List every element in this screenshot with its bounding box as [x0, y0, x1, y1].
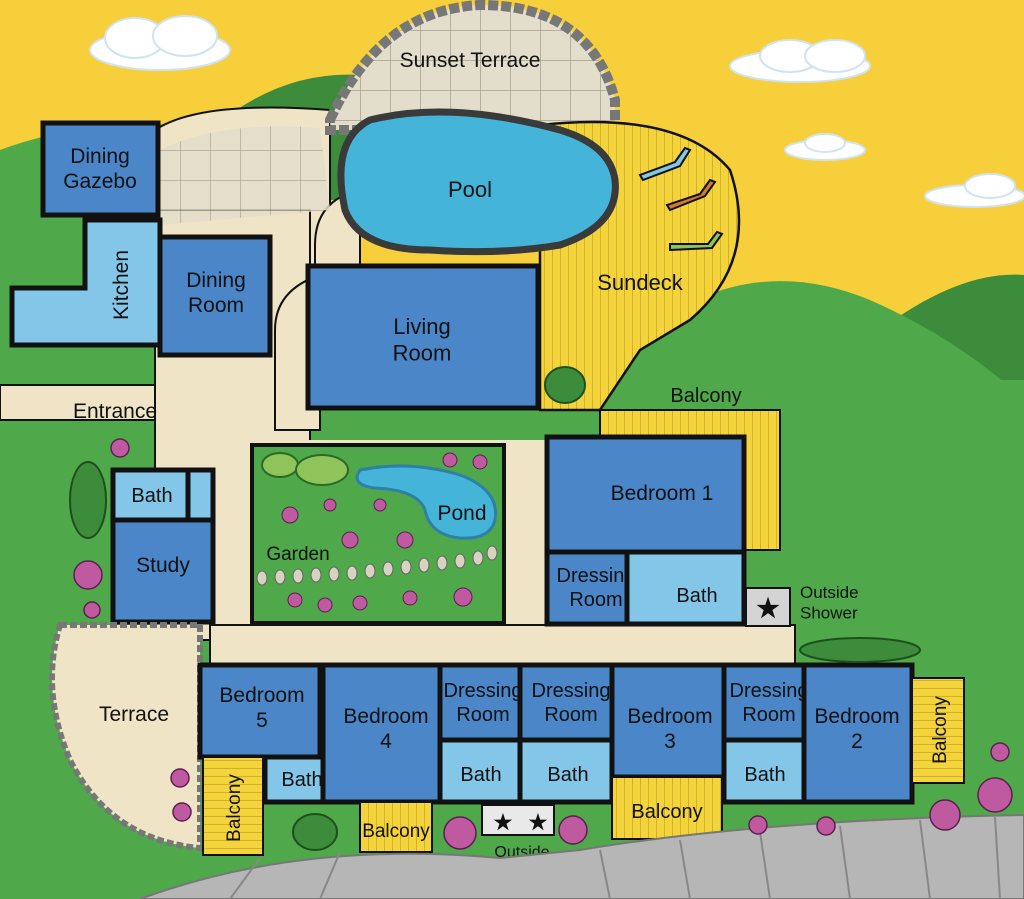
dressing-room-1: [544, 549, 630, 627]
terrace: [49, 622, 203, 852]
cloud-left: [89, 15, 231, 71]
garden-bush-icon: [261, 452, 349, 486]
garden-label: Garden: [266, 544, 329, 565]
dressing-room-2: [721, 662, 807, 743]
balcony-3-label: Balcony: [631, 801, 702, 823]
cloud-small: [784, 133, 866, 161]
garden-stepping-stones: [256, 545, 498, 586]
terrace-label: Terrace: [99, 703, 169, 726]
pond-label: Pond: [437, 502, 486, 525]
outside-showers-bottom: [481, 804, 555, 836]
bedroom-3: [609, 662, 727, 780]
bath-3-label: Bath: [547, 764, 588, 786]
sunset-terrace-label: Sunset Terrace: [400, 49, 541, 72]
lounge-chair-icon: [638, 146, 724, 252]
sunset-terrace: Sunset Terrace: [325, 0, 620, 135]
pond: [355, 464, 498, 540]
study: [110, 517, 216, 625]
pool: [337, 108, 619, 256]
balcony-4: [359, 801, 433, 853]
road: [139, 813, 1024, 899]
bath-1: [624, 549, 747, 627]
bath-2: [721, 737, 807, 805]
shower-star-icon: ★: [756, 593, 779, 623]
entrance-label: Entrance: [73, 400, 157, 423]
bedroom-1-label: Bedroom 1: [611, 482, 714, 505]
garden-flower-icon: [281, 452, 488, 613]
study-label: Study: [136, 554, 190, 577]
dining-gazebo: [40, 120, 161, 218]
bath-5-label: Bath: [281, 769, 322, 791]
cloud-right: [729, 39, 871, 83]
bedroom-4: [320, 662, 443, 805]
dressing-room-4: [437, 662, 523, 743]
sundeck-label: Sundeck: [597, 270, 684, 295]
shower-star-icon-right: ★: [529, 812, 547, 834]
balcony-3: [611, 776, 723, 840]
bath-4: [437, 737, 523, 805]
kitchen-label: Kitchen: [110, 250, 133, 320]
diamond-paving: [160, 126, 330, 225]
road-lines: [229, 816, 1001, 899]
balcony-5-label: Balcony: [224, 774, 245, 842]
balcony-2: [911, 677, 965, 784]
pool-label: Pool: [448, 177, 492, 202]
bedroom-5: [197, 662, 323, 760]
dining-room: [157, 234, 273, 358]
bath-4-label: Bath: [460, 764, 501, 786]
balcony-4-label: Balcony: [362, 821, 430, 842]
bath-study: [110, 467, 216, 523]
outside-shower: [745, 587, 791, 627]
balcony-5: [202, 756, 264, 856]
balcony-top-label: Balcony: [670, 385, 741, 407]
bath-1-label: Bath: [676, 585, 717, 607]
bath-2-label: Bath: [744, 764, 785, 786]
shower-star-icon-left: ★: [494, 812, 512, 834]
tree-icon: [69, 366, 921, 851]
cloud-far-right: [924, 173, 1024, 208]
dressing-room-3: [517, 662, 615, 743]
kitchen: [9, 217, 163, 348]
living-room: [305, 263, 541, 411]
flower-icon: [73, 438, 1013, 850]
balcony-2-label: Balcony: [930, 696, 951, 764]
bath-study-label: Bath: [131, 485, 172, 507]
